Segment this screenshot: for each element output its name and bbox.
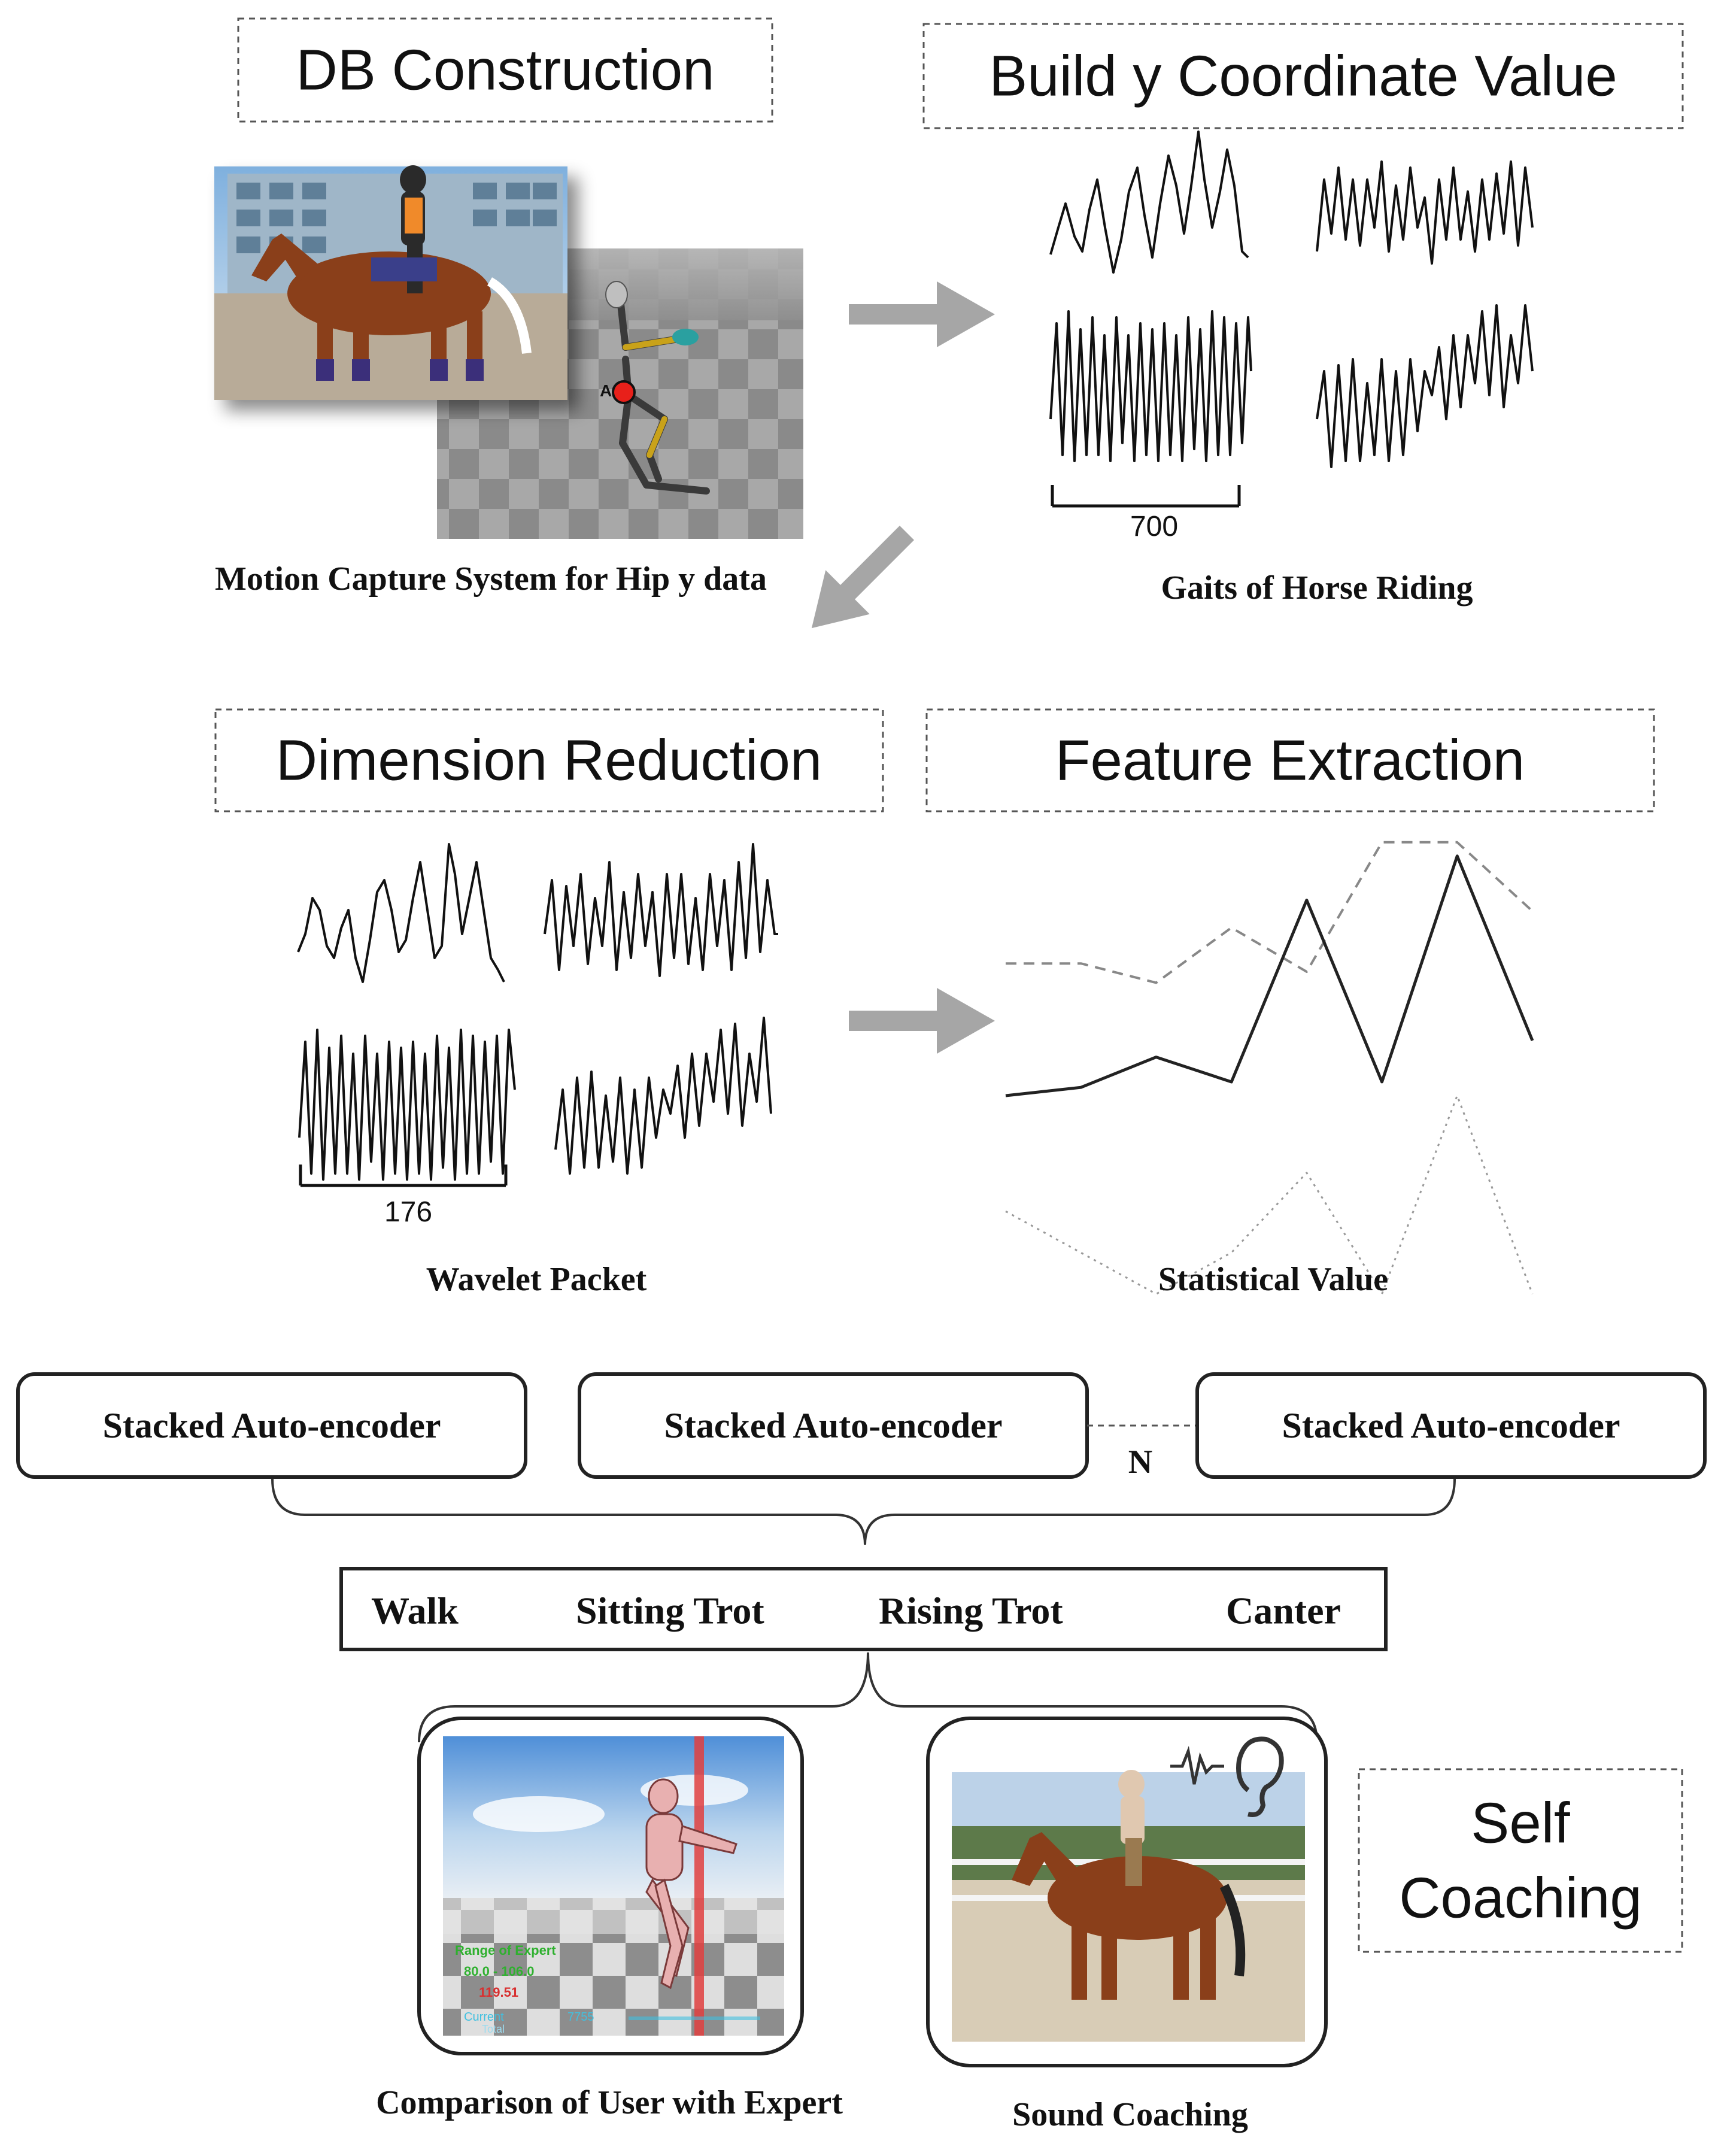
stat-series-solid	[1005, 854, 1534, 1097]
feature-extraction-title: Feature Extraction	[1055, 729, 1525, 793]
arrow-to-feature-extraction	[849, 988, 995, 1054]
class-sitting-trot: Sitting Trot	[576, 1590, 764, 1632]
self-coaching-line2: Coaching	[1399, 1866, 1642, 1930]
stat-series-dashed	[1006, 841, 1534, 984]
self-coaching-box	[1358, 1768, 1683, 1953]
current-value: 7755	[567, 2011, 594, 2024]
progress-bar	[629, 2016, 760, 2020]
window-label-700: 700	[1130, 511, 1178, 542]
current-label: Current	[464, 2011, 504, 2024]
class-walk: Walk	[371, 1590, 459, 1632]
dimension-reduction-box	[214, 708, 884, 812]
sound-caption: Sound Coaching	[1012, 2096, 1248, 2133]
motion-capture-caption: Motion Capture System for Hip y data	[215, 560, 767, 598]
gaits-caption: Gaits of Horse Riding	[1161, 569, 1473, 607]
autoencoder-1: Stacked Auto-encoder	[16, 1372, 527, 1479]
autoencoder-count-label: N	[1128, 1444, 1152, 1481]
window-label-176: 176	[384, 1196, 432, 1228]
arrow-to-y-values	[849, 281, 995, 347]
range-value: 80.0 - 106.0	[464, 1964, 534, 1979]
autoencoder-1-label: Stacked Auto-encoder	[103, 1406, 441, 1445]
hip-marker-label: A	[600, 381, 612, 400]
gait-wave-1	[1049, 131, 1249, 274]
wavelet-wave-2	[544, 843, 778, 977]
wavelet-wave-4	[554, 1017, 772, 1175]
window-bracket-700	[1051, 485, 1241, 508]
autoencoder-n: Stacked Auto-encoder	[1195, 1372, 1707, 1479]
reference-line	[694, 1736, 704, 2036]
wavelet-wave-1	[297, 843, 505, 983]
classes-brace	[418, 1652, 1318, 1743]
autoencoder-n-label: Stacked Auto-encoder	[1282, 1406, 1620, 1445]
ear-icon	[1236, 1736, 1284, 1817]
comparison-caption: Comparison of User with Expert	[376, 2084, 843, 2121]
self-coaching-line1: Self	[1471, 1791, 1570, 1855]
gait-wave-2	[1316, 160, 1534, 265]
wavelet-caption: Wavelet Packet	[426, 1261, 647, 1298]
gait-wave-3	[1049, 310, 1252, 462]
db-construction-box	[237, 17, 773, 123]
autoencoder-2: Stacked Auto-encoder	[578, 1372, 1089, 1479]
window-bracket-176	[299, 1165, 508, 1187]
gait-classes-box	[339, 1567, 1388, 1651]
class-rising-trot: Rising Trot	[879, 1590, 1063, 1632]
sound-panel	[926, 1717, 1328, 2067]
sound-wave-icon	[1170, 1746, 1224, 1785]
user-avatar	[645, 1778, 737, 1990]
feature-extraction-box	[925, 708, 1655, 812]
gait-wave-4	[1316, 304, 1534, 468]
dimension-reduction-title: Dimension Reduction	[276, 729, 822, 793]
autoencoder-brace	[271, 1478, 1456, 1545]
statistical-value-chart	[1005, 841, 1534, 1295]
autoencoder-2-label: Stacked Auto-encoder	[664, 1406, 1003, 1445]
wavelet-wave-3	[298, 1029, 516, 1181]
build-y-box	[922, 23, 1684, 129]
hip-marker	[612, 380, 636, 404]
user-value: 119.51	[479, 1985, 518, 2000]
total-label: Total	[482, 2023, 505, 2035]
db-construction-title: DB Construction	[296, 38, 715, 102]
class-canter: Canter	[1226, 1590, 1341, 1632]
statistical-caption: Statistical Value	[1158, 1261, 1388, 1298]
range-title: Range of Expert	[455, 1943, 556, 1958]
build-y-title: Build y Coordinate Value	[989, 44, 1617, 108]
arrow-to-dimension-reduction	[811, 525, 915, 629]
comparison-panel: Range of Expert 80.0 - 106.0 119.51 Curr…	[417, 1717, 804, 2055]
